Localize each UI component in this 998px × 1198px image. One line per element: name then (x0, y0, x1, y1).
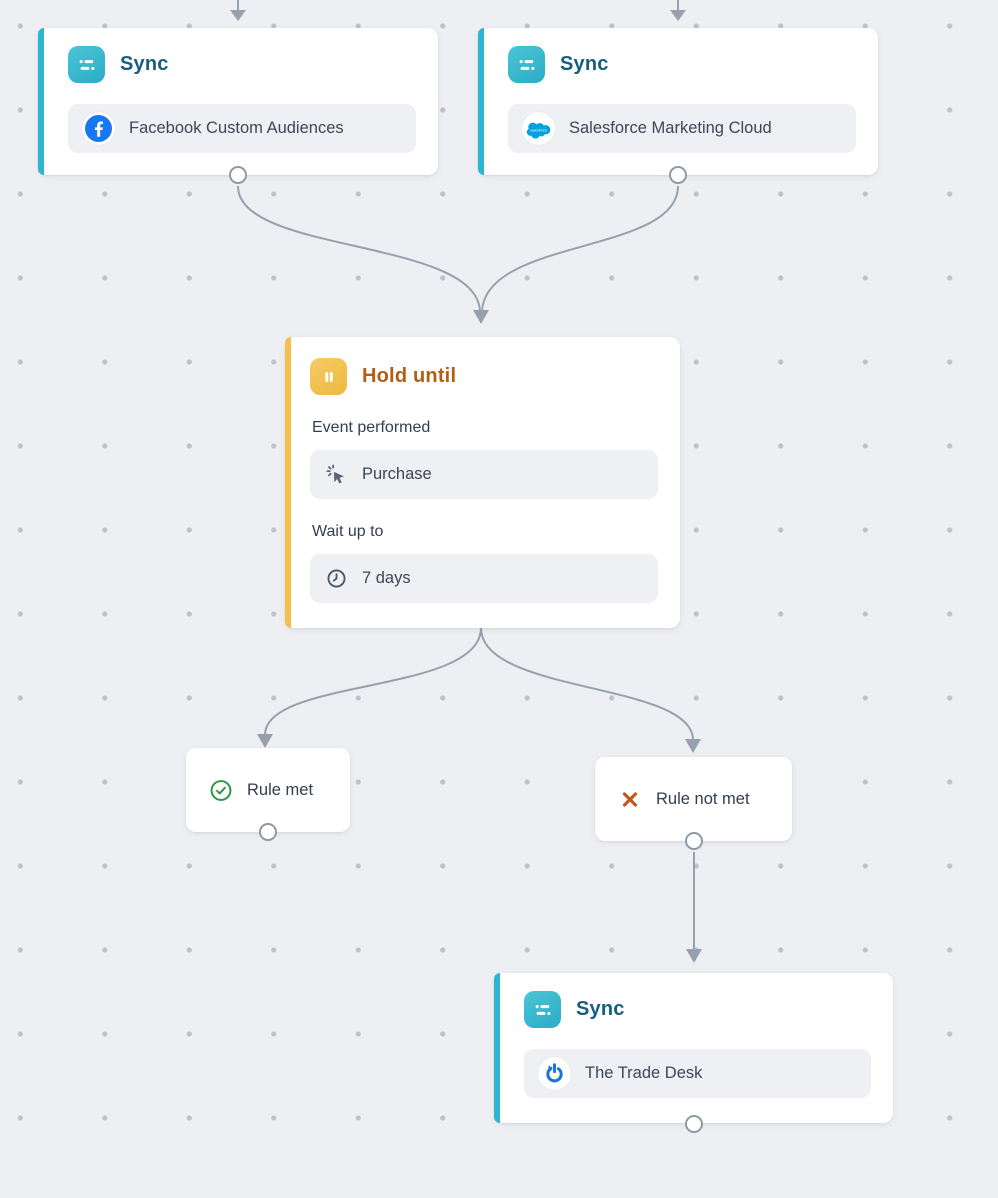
node-rule-met[interactable]: Rule met (186, 748, 350, 832)
output-handle-sync-facebook[interactable] (228, 165, 247, 184)
output-handle-rule-met[interactable] (258, 822, 277, 841)
wait-value: 7 days (362, 569, 411, 587)
accent-bar (285, 337, 291, 628)
accent-bar (478, 28, 484, 175)
event-value: Purchase (362, 465, 432, 483)
node-title: Sync (120, 53, 169, 75)
destination-label: Facebook Custom Audiences (129, 119, 344, 137)
facebook-icon (82, 112, 115, 145)
event-field[interactable]: Purchase (310, 450, 658, 499)
rule-met-label: Rule met (247, 780, 314, 799)
sync-icon (68, 46, 105, 83)
sync-icon (508, 46, 545, 83)
accent-bar (494, 973, 500, 1123)
node-title: Sync (560, 53, 609, 75)
edge-salesforce-to-hold (481, 185, 679, 312)
tradedesk-icon (538, 1057, 571, 1090)
destination-field[interactable]: The Trade Desk (524, 1049, 871, 1098)
arrowhead-rule-not-met (685, 739, 701, 753)
arrowhead-rule-met (257, 734, 273, 748)
arrowhead-hold-until (473, 310, 489, 324)
pause-icon (310, 358, 347, 395)
output-handle-sync-salesforce[interactable] (668, 165, 687, 184)
clock-icon (324, 567, 348, 591)
node-sync-salesforce[interactable]: Sync salesforce Salesforce Marketing Clo… (478, 28, 878, 175)
destination-label: Salesforce Marketing Cloud (569, 119, 772, 137)
rule-not-met-label: Rule not met (656, 789, 750, 808)
node-sync-tradedesk[interactable]: Sync The Trade Desk (494, 973, 893, 1123)
destination-field[interactable]: Facebook Custom Audiences (68, 104, 416, 153)
cursor-click-icon (324, 463, 348, 487)
node-title: Hold until (362, 365, 457, 387)
output-handle-sync-tradedesk[interactable] (684, 1114, 703, 1133)
svg-text:salesforce: salesforce (530, 128, 547, 132)
arrowhead-sync-tradedesk (686, 949, 702, 963)
destination-label: The Trade Desk (585, 1064, 703, 1082)
wait-up-to-label: Wait up to (312, 523, 384, 540)
arrowhead-sync-facebook (230, 10, 246, 21)
edge-hold-to-rule-not-met (480, 627, 694, 741)
output-handle-rule-not-met[interactable] (684, 831, 703, 850)
event-performed-label: Event performed (312, 419, 431, 436)
x-icon (618, 787, 642, 811)
accent-bar (38, 28, 44, 175)
salesforce-icon: salesforce (522, 112, 555, 145)
arrowhead-sync-salesforce (670, 10, 686, 21)
destination-field[interactable]: salesforce Salesforce Marketing Cloud (508, 104, 856, 153)
sync-icon (524, 991, 561, 1028)
edge-hold-to-rule-met (264, 627, 482, 736)
node-hold-until[interactable]: Hold until Event performed Purchase Wait… (285, 337, 680, 628)
wait-field[interactable]: 7 days (310, 554, 658, 603)
edge-facebook-to-hold (237, 185, 481, 312)
node-title: Sync (576, 998, 625, 1020)
node-sync-facebook[interactable]: Sync Facebook Custom Audiences (38, 28, 438, 175)
node-rule-not-met[interactable]: Rule not met (595, 757, 792, 841)
check-circle-icon (209, 778, 233, 802)
